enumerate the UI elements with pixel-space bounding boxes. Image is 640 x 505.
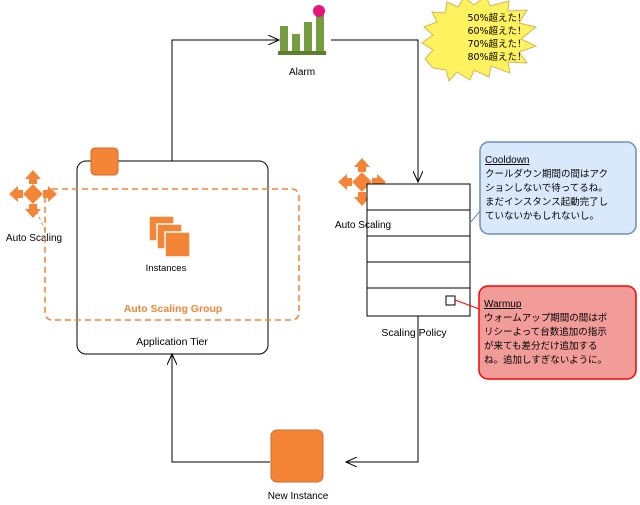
burst-line: 80%超えた！ [467,51,526,63]
auto-scaling-group-boundary [44,188,300,321]
auto-scaling-label-right: Auto Scaling [335,220,391,231]
warmup-line: ウォームアップ期間の間はポ [484,313,607,324]
burst-line: 70%超えた！ [467,38,526,50]
connector-new-instance-to-tier [172,354,270,463]
application-tier-label: Application Tier [136,336,208,348]
warmup-marker [445,295,456,306]
cooldown-line: クールダウン期間の間はアク [485,168,608,180]
burst-line: 50%超えた！ [467,12,526,24]
warmup-text: Warmup ウォームアップ期間の間はポ リシーよって台数追加の指示 が来ても差… [484,299,607,366]
application-tier-box [76,160,269,355]
cooldown-title: Cooldown [485,155,529,166]
cooldown-callout [479,141,637,235]
connector-policy-to-new-instance [346,316,419,462]
warmup-line: リシーよって台数追加の指示 [484,326,607,338]
instances-icon [148,215,191,258]
burst-line: 60%超えた！ [467,25,526,37]
cooldown-line: ていないかもしれないし。 [485,211,599,222]
cooldown-text: Cooldown クールダウン期間の間はアク ションしないで待ってるね。 まだイ… [485,155,608,222]
connector-alarm-to-policy [331,39,418,182]
auto-scaling-icon [9,170,57,218]
new-instance-icon [270,429,324,483]
cooldown-line: ションしないで待ってるね。 [485,182,608,194]
alert-burst-text: 50%超えた！ 60%超えた！ 70%超えた！ 80%超えた！ [467,12,526,63]
scaling-policy-label: Scaling Policy [381,327,447,339]
auto-scaling-label-left: Auto Scaling [6,233,62,244]
warmup-pointer [454,299,483,311]
scaling-policy-list [366,183,471,317]
warmup-line: ね。追加しすぎないように。 [484,354,607,366]
group-connector [33,205,46,231]
warmup-title: Warmup [484,299,522,310]
alarm-label: Alarm [289,67,315,78]
warmup-callout [478,285,637,380]
instances-label: Instances [146,263,187,274]
new-instance-label: New Instance [268,491,329,502]
alarm-icon [278,5,326,55]
cooldown-line: まだインスタンス起動完了し [485,196,608,208]
warmup-line: が来ても差分だけ追加する [484,340,598,352]
connector-tier-to-alarm [171,40,279,161]
auto-scaling-group-label: Auto Scaling Group [124,303,223,315]
tier-instance-icon [90,147,119,176]
alert-burst [421,0,538,83]
